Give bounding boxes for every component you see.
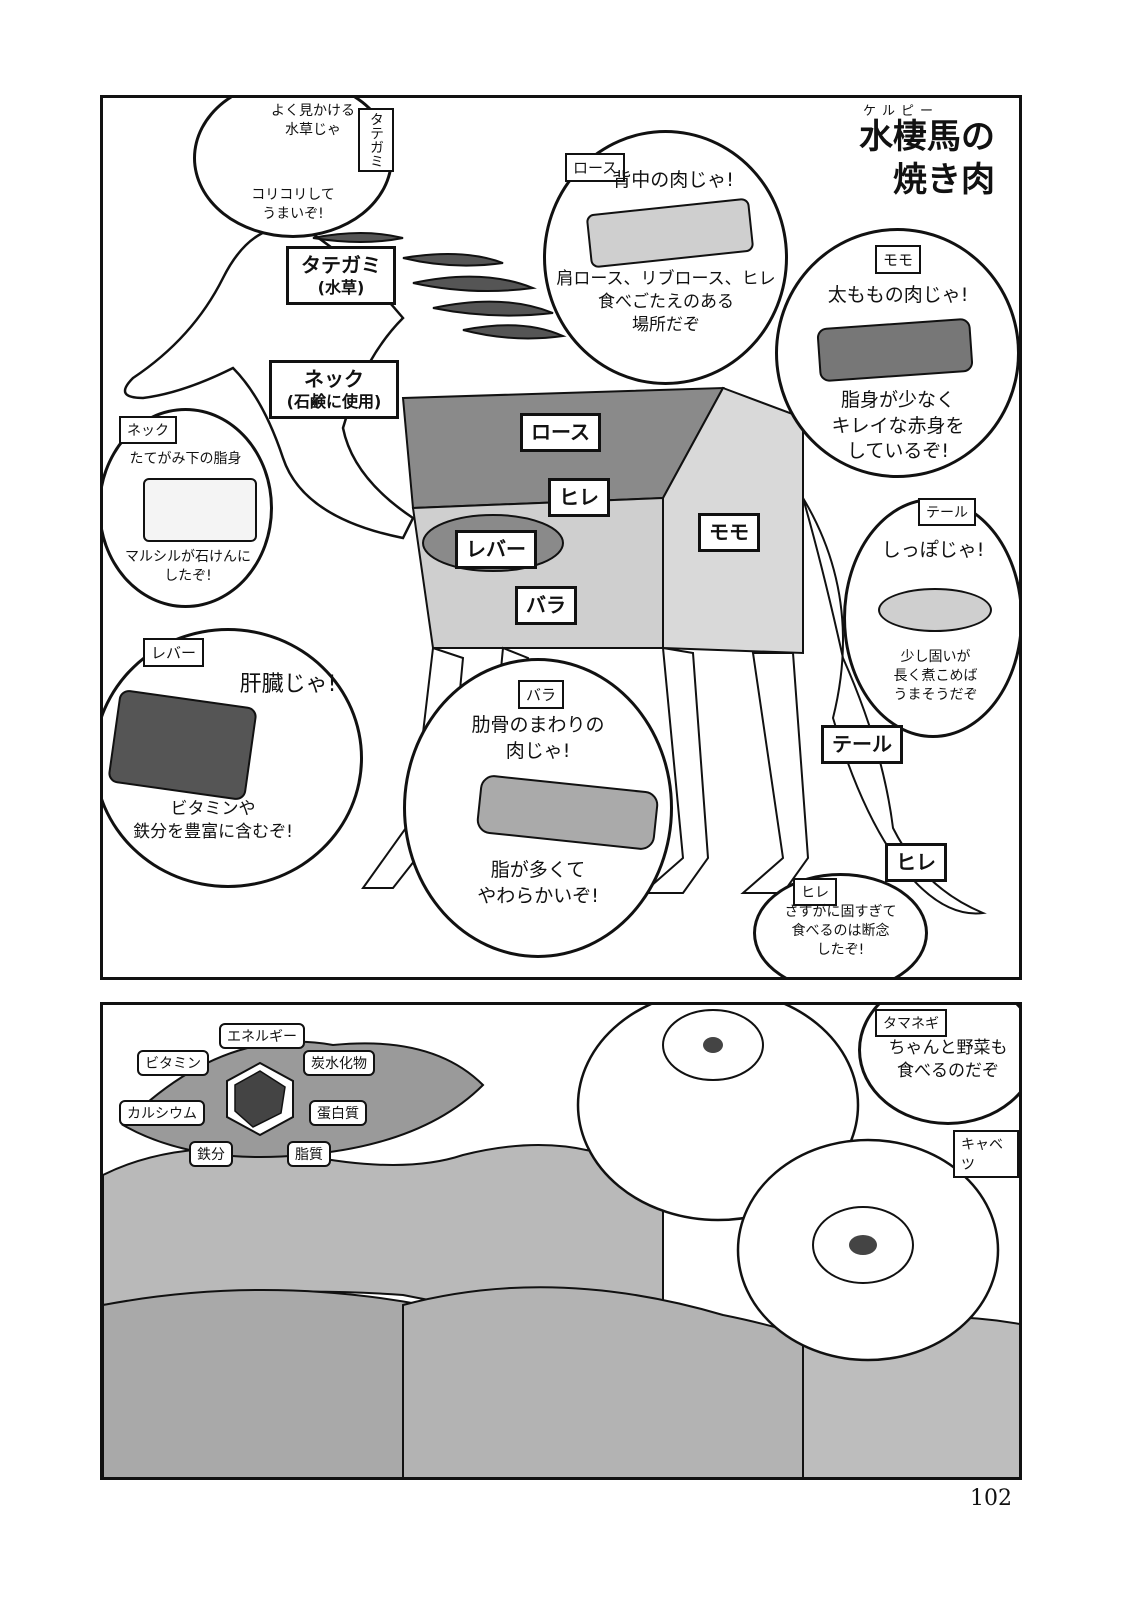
cut-label-liver: レバー — [455, 530, 537, 569]
cut-label-tategami-name: タテガミ — [301, 253, 381, 277]
cut-label-tategami: タテガミ (水草) — [286, 246, 396, 305]
cut-label-thigh: モモ — [698, 513, 760, 552]
tail-bubble — [843, 498, 1019, 738]
neck-text2: マルシルが石けんに したぞ! — [125, 549, 251, 584]
food-panel: エネルギー 炭水化物 蛋白質 脂質 鉄分 カルシウム ビタミン タマネギ ちゃん… — [100, 1002, 1022, 1480]
neck-text1: たてがみ下の脂身 — [129, 451, 242, 467]
fin-text1: さすがに固すぎて 食べるのは断念 したぞ! — [784, 904, 897, 958]
loin-text2: 肩ロース、リブロース、ヒレ 食べごたえのある 場所だぞ — [556, 269, 776, 335]
cut-label-neck-sub: (石鹸に使用) — [286, 392, 382, 411]
thigh-text1: 太ももの肉じゃ! — [827, 284, 969, 306]
neck-soap-icon — [143, 478, 257, 542]
tail-tag: テール — [918, 498, 976, 526]
cut-label-loin: ロース — [520, 413, 601, 452]
cut-label-neck: ネック (石鹸に使用) — [269, 360, 399, 419]
onion-tag: タマネギ — [875, 1009, 947, 1037]
page-title: 水棲馬の 焼き肉 — [859, 116, 995, 201]
nutrition-iron: 鉄分 — [189, 1141, 233, 1167]
loin-tag: ロース — [565, 153, 626, 182]
liver-text1: 肝臓じゃ! — [239, 672, 337, 697]
belly-text1: 肋骨のまわりの 肉じゃ! — [471, 714, 605, 762]
cabbage-tag: キャベツ — [953, 1130, 1019, 1178]
tail-text2: 少し固いが 長く煮こめば うまそうだぞ — [893, 649, 978, 703]
tategami-tag: タテガミ — [358, 108, 394, 172]
belly-tag: バラ — [518, 680, 565, 709]
tail-text1: しっぽじゃ! — [881, 539, 985, 561]
fin-bubble — [753, 873, 928, 977]
tategami-text2: コリコリして うまいぞ! — [251, 187, 335, 222]
neck-tag: ネック — [119, 416, 177, 444]
thigh-tag: モモ — [875, 245, 922, 274]
title-line2: 焼き肉 — [893, 159, 995, 200]
belly-text2: 脂が多くて やわらかいぞ! — [477, 859, 599, 907]
food-illustration — [103, 1005, 1019, 1477]
cut-label-fin: ヒレ — [885, 843, 947, 882]
onion-text: ちゃんと野菜も 食べるのだぞ — [888, 1038, 1008, 1081]
diagram-panel: 水棲馬の 焼き肉 ケルピー タテガミ よく見かける 水草じゃ コリコリして うま… — [100, 95, 1022, 980]
liver-tag: レバー — [143, 638, 205, 667]
nutrition-protein: 蛋白質 — [309, 1100, 367, 1126]
nutrition-carbs: 炭水化物 — [303, 1050, 375, 1076]
nutrition-calcium: カルシウム — [119, 1100, 205, 1126]
page-number: 102 — [970, 1486, 1012, 1511]
cut-label-tail: テール — [821, 725, 903, 764]
fin-tag: ヒレ — [793, 878, 837, 906]
cut-label-belly: バラ — [515, 586, 577, 625]
nutrition-vitamin: ビタミン — [137, 1050, 209, 1076]
loin-text1: 背中の肉じゃ! — [612, 169, 734, 191]
nutrition-energy: エネルギー — [219, 1023, 305, 1049]
thigh-meat-icon — [816, 317, 974, 383]
liver-text2: ビタミンや 鉄分を豊富に含むぞ! — [133, 799, 293, 842]
thigh-text2: 脂身が少なく キレイな赤身を しているぞ! — [831, 389, 965, 463]
title-line1: 水棲馬の — [859, 117, 995, 157]
cut-label-fillet: ヒレ — [548, 478, 610, 517]
title-ruby: ケルピー — [862, 104, 939, 119]
tategami-text1: よく見かける 水草じゃ — [271, 103, 355, 138]
nutrition-fat: 脂質 — [287, 1141, 331, 1167]
liver-meat-icon — [107, 688, 258, 802]
tail-meat-icon — [878, 588, 992, 632]
cut-label-neck-name: ネック — [304, 367, 364, 391]
cut-label-tategami-sub: (水草) — [317, 278, 365, 297]
